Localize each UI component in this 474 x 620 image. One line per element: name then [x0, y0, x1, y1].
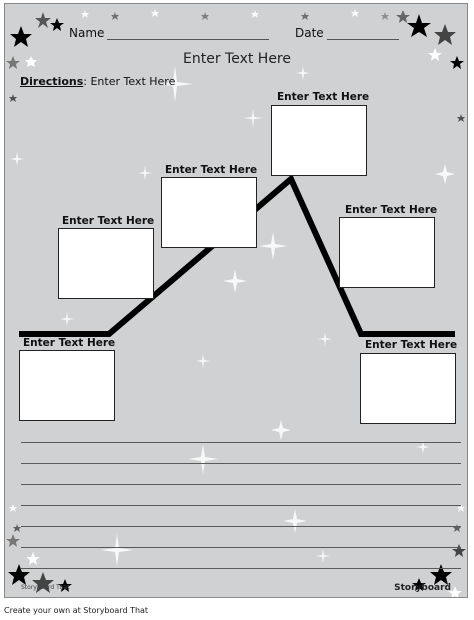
- box-label-falling-action[interactable]: Enter Text Here: [345, 204, 438, 216]
- writing-line[interactable]: [21, 442, 461, 443]
- rising-action-2-box[interactable]: [161, 177, 257, 248]
- box-label-climax[interactable]: Enter Text Here: [277, 91, 370, 103]
- date-field[interactable]: [327, 39, 399, 40]
- date-label: Date: [295, 26, 324, 40]
- plot-line-diagram: [19, 174, 455, 337]
- star-strip-side: [9, 94, 465, 532]
- rising-action-1-box[interactable]: [58, 228, 154, 299]
- name-label: Name: [69, 26, 105, 40]
- worksheet-title[interactable]: Enter Text Here: [183, 51, 291, 67]
- star-strip-top: [81, 9, 389, 20]
- storyboard-brand-logo: Storyboard: [394, 583, 451, 593]
- star-cluster-top-right: [396, 10, 464, 69]
- plot-line: [19, 174, 455, 337]
- name-field[interactable]: [107, 39, 269, 40]
- footer-credit[interactable]: Create your own at Storyboard That: [4, 606, 149, 615]
- box-label-exposition[interactable]: Enter Text Here: [23, 337, 116, 349]
- star-cluster-bottom-left: [6, 534, 72, 593]
- directions-label: Directions: [20, 75, 84, 88]
- exposition-box[interactable]: [19, 350, 115, 421]
- box-label-rising-action-1[interactable]: Enter Text Here: [62, 215, 155, 227]
- sparkles: [10, 66, 455, 566]
- writing-line[interactable]: [21, 505, 461, 506]
- star-cluster-top-left: [6, 12, 64, 69]
- writing-line[interactable]: [21, 568, 461, 569]
- box-label-resolution[interactable]: Enter Text Here: [365, 339, 458, 351]
- writing-line[interactable]: [21, 463, 461, 464]
- watermark: Storyboard That: [21, 584, 70, 591]
- falling-action-box[interactable]: [339, 217, 435, 288]
- directions[interactable]: Directions: Enter Text Here: [20, 75, 175, 88]
- directions-text: : Enter Text Here: [83, 75, 176, 88]
- box-label-rising-action-2[interactable]: Enter Text Here: [165, 164, 258, 176]
- writing-line[interactable]: [21, 526, 461, 527]
- star-cluster-bottom-right: [412, 544, 466, 597]
- resolution-box[interactable]: [360, 353, 456, 424]
- writing-line[interactable]: [21, 484, 461, 485]
- writing-line[interactable]: [21, 547, 461, 548]
- climax-box[interactable]: [271, 105, 367, 176]
- worksheet-page: Name Date Enter Text Here Directions: En…: [4, 3, 468, 598]
- star-border-decoration: [6, 9, 466, 597]
